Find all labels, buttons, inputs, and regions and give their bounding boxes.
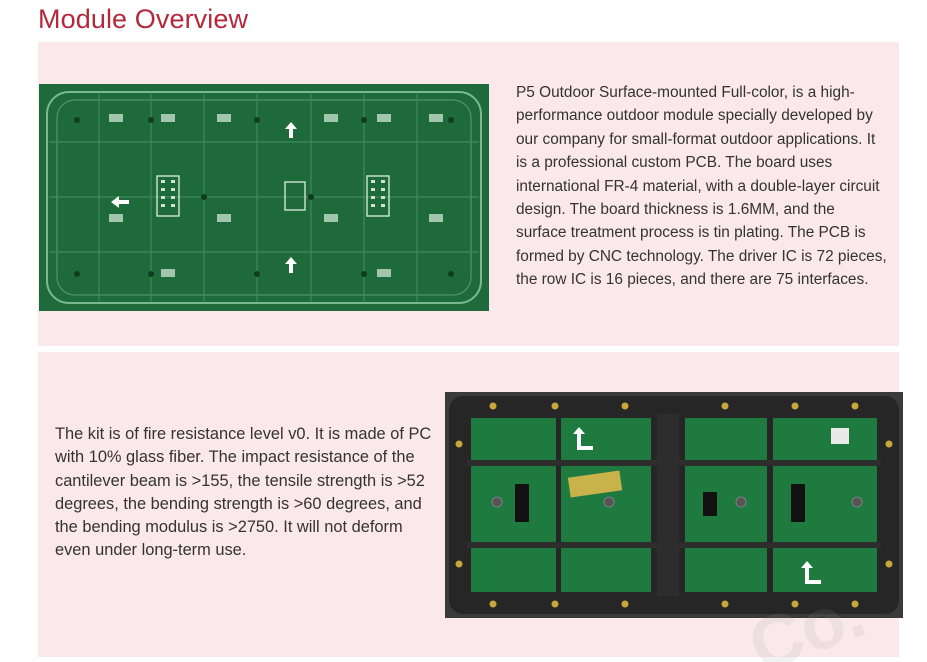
overview-panel-pcb: P5 Outdoor Surface-mounted Full-color, i… [38, 42, 899, 346]
led-module-rear-image [445, 392, 903, 618]
pcb-board-image [39, 84, 489, 311]
pcb-board-graphic [39, 84, 489, 311]
overview-panel-kit: The kit is of fire resistance level v0. … [38, 352, 903, 657]
pcb-description: P5 Outdoor Surface-mounted Full-color, i… [516, 84, 887, 289]
kit-description: The kit is of fire resistance level v0. … [55, 425, 432, 560]
led-module-graphic [445, 392, 903, 618]
page-title: Module Overview [38, 4, 249, 34]
